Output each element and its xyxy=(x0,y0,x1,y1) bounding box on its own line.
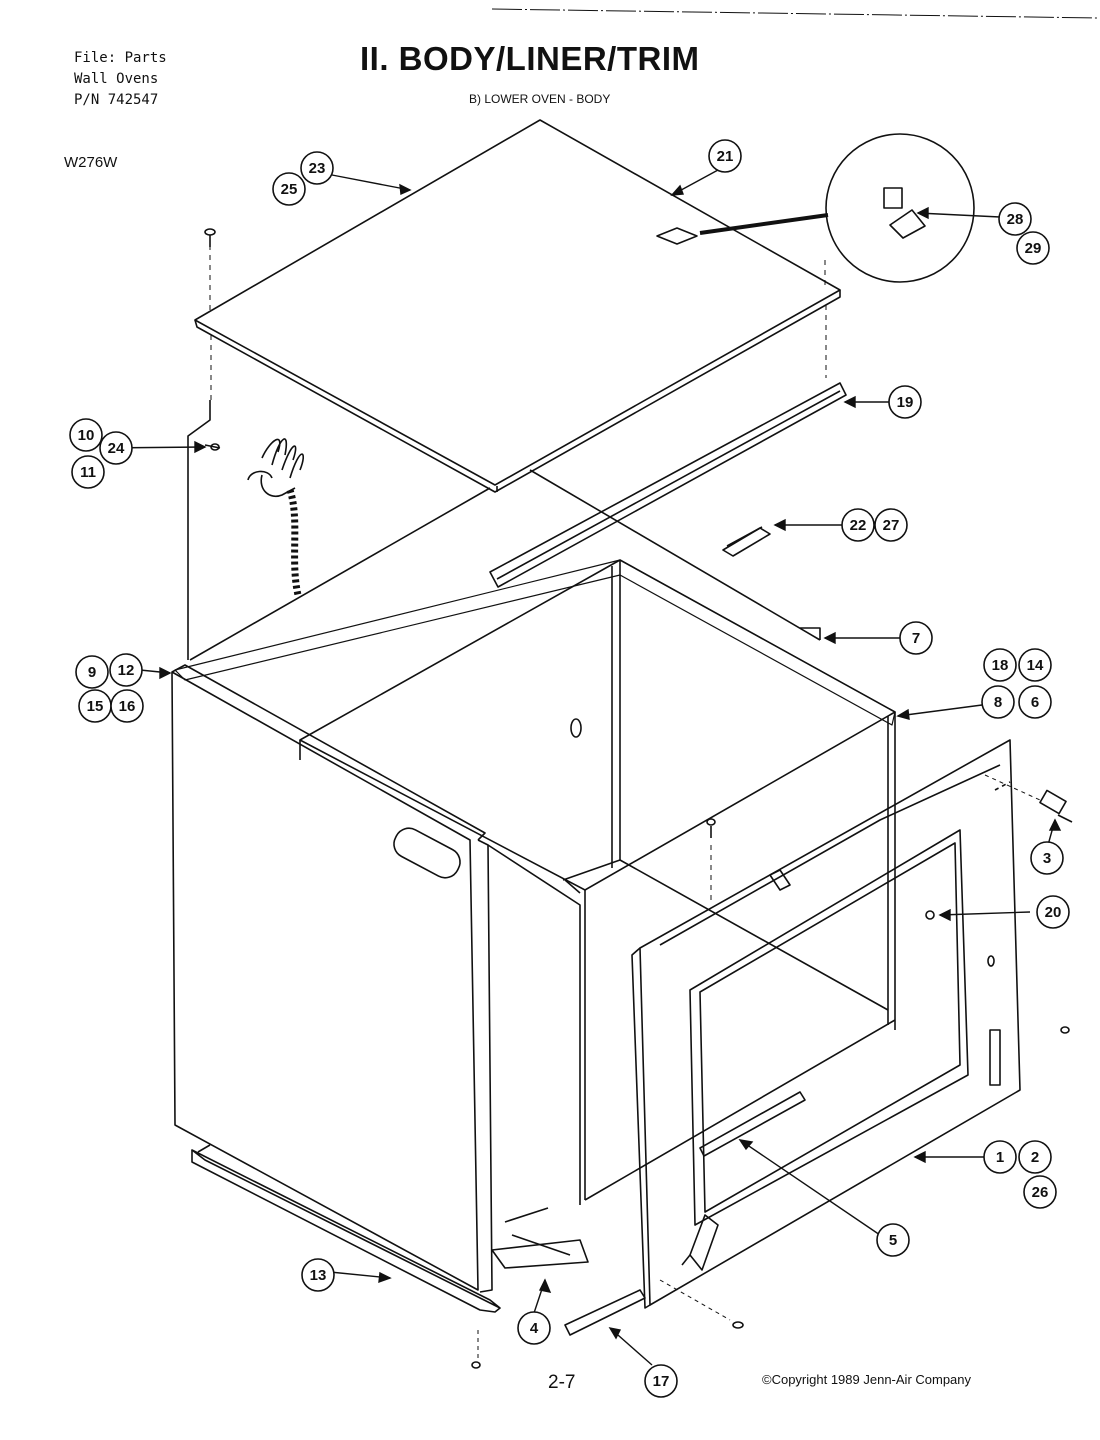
bottom-rail-left xyxy=(191,1144,501,1313)
page-subtitle: B) LOWER OVEN - BODY xyxy=(469,92,611,106)
file-info: File: Parts Wall Ovens P/N 742547 xyxy=(74,48,167,111)
callout-label: 7 xyxy=(912,630,920,647)
callout-6: 6 xyxy=(1018,685,1052,719)
callout-label: 9 xyxy=(88,664,96,681)
wire-harness xyxy=(247,438,304,596)
callout-label: 12 xyxy=(118,662,135,679)
callout-24: 24 xyxy=(99,431,133,465)
file-line-3: P/N 742547 xyxy=(74,92,159,108)
front-bottom-rail xyxy=(564,1289,646,1336)
callout-26: 26 xyxy=(1023,1175,1057,1209)
callout-3: 3 xyxy=(1030,841,1064,875)
callout-5: 5 xyxy=(876,1223,910,1257)
callout-13: 13 xyxy=(301,1258,335,1292)
callout-4: 4 xyxy=(517,1311,551,1345)
callout-14: 14 xyxy=(1018,648,1052,682)
callout-label: 14 xyxy=(1027,657,1044,674)
callout-25: 25 xyxy=(272,172,306,206)
callout-label: 18 xyxy=(992,657,1009,674)
callout-17: 17 xyxy=(644,1364,678,1398)
hinge xyxy=(681,1214,719,1271)
callout-label: 5 xyxy=(889,1232,897,1249)
probe-fitting xyxy=(1039,789,1073,823)
top-panel xyxy=(194,119,841,493)
callout-15: 15 xyxy=(78,689,112,723)
callout-label: 6 xyxy=(1031,694,1039,711)
callout-12: 12 xyxy=(109,653,143,687)
back-rail xyxy=(489,382,847,588)
callout-label: 11 xyxy=(80,464,96,481)
back-panel xyxy=(187,400,821,661)
screw xyxy=(204,228,216,247)
callout-label: 16 xyxy=(119,698,136,715)
callout-10: 10 xyxy=(69,418,103,452)
page-number: 2-7 xyxy=(548,1372,576,1393)
callout-label: 29 xyxy=(1025,240,1042,257)
callout-7: 7 xyxy=(899,621,933,655)
file-line-1: File: Parts xyxy=(74,50,167,66)
side-panel xyxy=(171,664,493,1293)
callout-8: 8 xyxy=(981,685,1015,719)
model-number: W276W xyxy=(64,154,118,171)
callout-28: 28 xyxy=(998,202,1032,236)
callout-label: 20 xyxy=(1045,904,1062,921)
bottom-rail-front xyxy=(491,1207,589,1269)
clip xyxy=(722,526,771,557)
callout-23: 23 xyxy=(300,151,334,185)
callout-label: 3 xyxy=(1043,850,1051,867)
oven-liner xyxy=(299,559,896,1201)
callout-1: 1 xyxy=(983,1140,1017,1174)
callout-label: 2 xyxy=(1031,1149,1039,1166)
callout-21: 21 xyxy=(708,139,742,173)
callout-label: 27 xyxy=(883,517,900,534)
callout-label: 4 xyxy=(530,1320,539,1337)
callout-label: 13 xyxy=(310,1267,327,1284)
callout-label: 26 xyxy=(1032,1184,1049,1201)
callout-label: 15 xyxy=(87,698,104,715)
callout-22: 22 xyxy=(841,508,875,542)
callout-27: 27 xyxy=(874,508,908,542)
callout-label: 25 xyxy=(281,181,298,198)
page-title: II. BODY/LINER/TRIM xyxy=(360,40,700,77)
file-line-2: Wall Ovens xyxy=(74,71,159,87)
callout-label: 8 xyxy=(994,694,1002,711)
callout-label: 17 xyxy=(653,1373,670,1390)
callout-20: 20 xyxy=(1036,895,1070,929)
callout-2: 2 xyxy=(1018,1140,1052,1174)
callout-label: 10 xyxy=(78,427,95,444)
front-frame xyxy=(631,739,1021,1309)
door-switch xyxy=(883,187,926,239)
callout-29: 29 xyxy=(1016,231,1050,265)
callout-label: 21 xyxy=(717,148,734,165)
callout-label: 1 xyxy=(996,1149,1004,1166)
callout-label: 28 xyxy=(1007,211,1024,228)
callout-9: 9 xyxy=(75,655,109,689)
callout-19: 19 xyxy=(888,385,922,419)
callout-label: 19 xyxy=(897,394,914,411)
callout-label: 23 xyxy=(309,160,326,177)
callout-label: 24 xyxy=(108,440,125,457)
callout-label: 22 xyxy=(850,517,867,534)
copyright: ©Copyright 1989 Jenn-Air Company xyxy=(762,1372,972,1387)
callout-11: 11 xyxy=(71,455,105,489)
callout-16: 16 xyxy=(110,689,144,723)
callout-18: 18 xyxy=(983,648,1017,682)
